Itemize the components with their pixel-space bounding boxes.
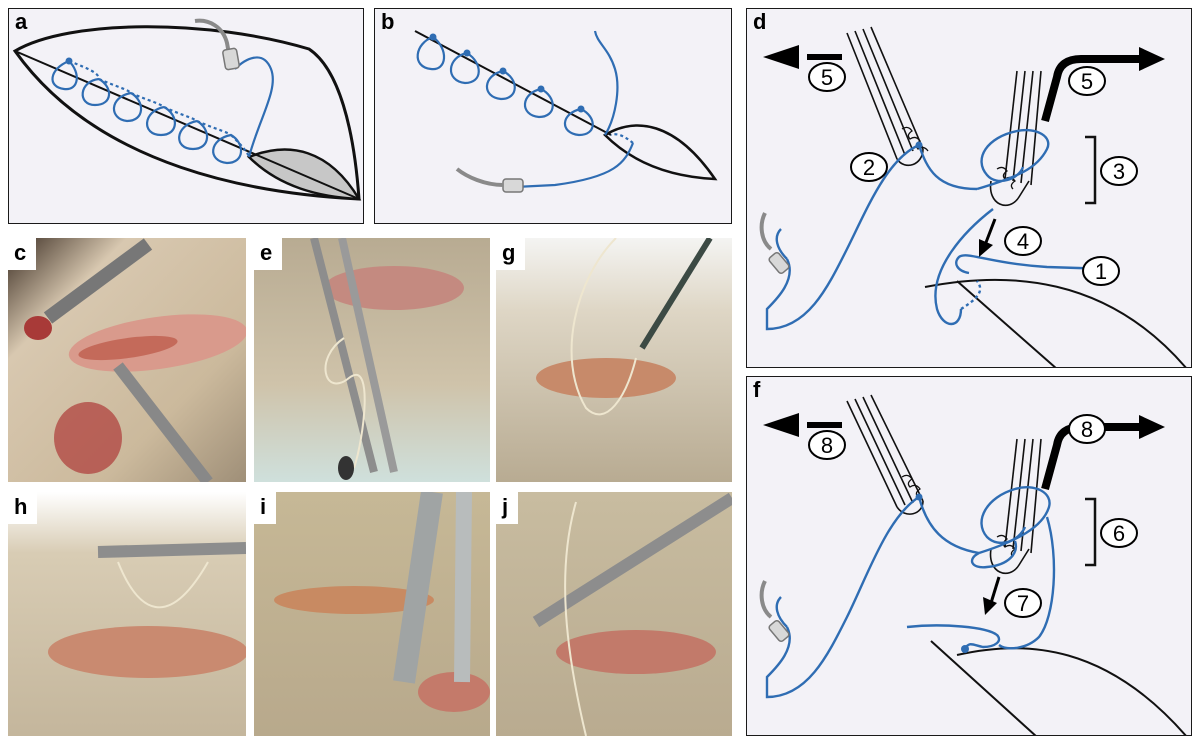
arrow-right-icon — [1139, 47, 1165, 71]
step-5-left: 5 — [821, 65, 833, 90]
panel-g-label: g — [496, 238, 525, 270]
photo-i: i — [254, 492, 490, 736]
arrow-down-icon — [983, 597, 997, 615]
panel-i-label: i — [254, 492, 276, 524]
running-suture-diagram — [9, 9, 364, 224]
photo-g-image — [496, 238, 732, 482]
panel-b-diagram: b — [374, 8, 732, 224]
tied-suture-diagram — [375, 9, 732, 224]
panel-j-label: j — [496, 492, 518, 524]
panel-b-label: b — [375, 9, 400, 35]
panel-e-label: e — [254, 238, 282, 270]
photo-e-image — [254, 238, 490, 482]
second-throw-diagram: 8 8 6 7 — [747, 377, 1192, 736]
photo-i-image — [254, 492, 490, 736]
step-8-right: 8 — [1081, 417, 1093, 442]
panel-f-label: f — [747, 377, 766, 403]
step-1: 1 — [1095, 259, 1107, 284]
arrow-left-icon — [763, 45, 799, 69]
photo-g: g — [496, 238, 732, 482]
step-3: 3 — [1113, 159, 1125, 184]
photo-h-image — [8, 492, 246, 736]
panel-a-label: a — [9, 9, 33, 35]
step-markers: 8 8 6 7 — [809, 415, 1137, 617]
step-markers: 5 5 2 3 4 1 — [809, 63, 1137, 285]
photo-h: h — [8, 492, 246, 736]
step-2: 2 — [863, 155, 875, 180]
step-7: 7 — [1017, 591, 1029, 616]
panel-d-diagram: d — [746, 8, 1192, 368]
knot-tying-steps-diagram: 5 5 2 3 4 1 — [747, 9, 1192, 368]
step-8-left: 8 — [821, 433, 833, 458]
photo-c-image — [8, 238, 246, 482]
step-5-right: 5 — [1081, 69, 1093, 94]
step-4: 4 — [1017, 229, 1029, 254]
arrow-right-icon — [1139, 415, 1165, 439]
panel-c-label: c — [8, 238, 36, 270]
photo-e: e — [254, 238, 490, 482]
panel-f-diagram: f — [746, 376, 1192, 736]
panel-h-label: h — [8, 492, 37, 524]
photo-j-image — [496, 492, 732, 736]
step-6: 6 — [1113, 521, 1125, 546]
panel-a-diagram: a — [8, 8, 364, 224]
panel-d-label: d — [747, 9, 772, 35]
photo-c: c — [8, 238, 246, 482]
photo-j: j — [496, 492, 732, 736]
arrow-left-icon — [763, 413, 799, 437]
